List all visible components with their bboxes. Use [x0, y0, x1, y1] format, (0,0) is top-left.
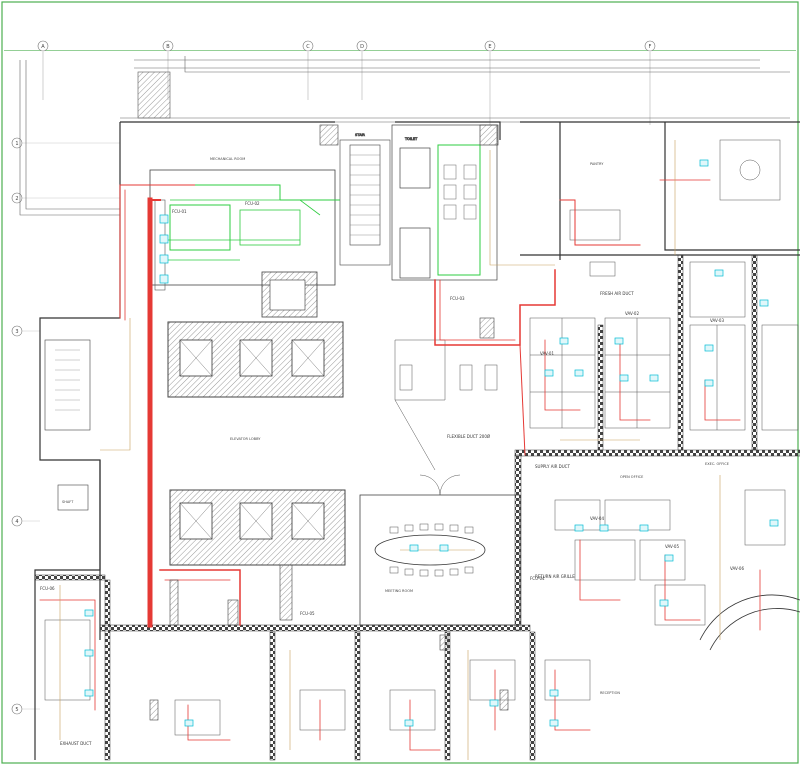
grid-bubble-4: 4	[11, 515, 23, 527]
note-return-grille: RETURN AIR GRILLE	[535, 574, 575, 579]
elevator-lobby-label: ELEVATOR LOBBY	[230, 437, 261, 441]
grid-bubble-c: C	[302, 40, 314, 52]
grid-label-2: 2	[15, 196, 18, 202]
partition-walls	[34, 254, 800, 761]
mech-room-label: MECHANICAL ROOM	[210, 157, 245, 161]
tag-fcu-04: FCU-04	[530, 576, 545, 581]
tag-fcu-02: FCU-02	[245, 201, 260, 206]
note-supply-air: SUPPLY AIR DUCT	[535, 464, 570, 469]
note-fresh-air: FRESH AIR DUCT	[600, 291, 634, 296]
toilet-block: TOILET	[391, 124, 499, 281]
grid-bubble-e: E	[484, 40, 496, 52]
grid-column-bubbles: A B C D E F	[37, 40, 656, 52]
grid-label-c: C	[306, 44, 310, 50]
grid-row-bubbles: 1 2 3 4 5	[11, 137, 23, 715]
grid-bubble-d: D	[356, 40, 368, 52]
tag-vav-01: VAV-01	[540, 351, 554, 356]
meeting-room: MEETING ROOM	[359, 494, 521, 626]
reception-label: RECEPTION	[600, 691, 620, 695]
tag-fcu-03: FCU-03	[450, 296, 465, 301]
meeting-room-label: MEETING ROOM	[385, 589, 413, 593]
green-duct-runs	[195, 150, 475, 276]
upper-elevators	[167, 271, 344, 398]
note-flex-duct: FLEXIBLE DUCT 200Ø	[447, 434, 490, 439]
tag-vav-02: VAV-02	[625, 311, 639, 316]
supply-duct-main	[39, 179, 761, 751]
equipment-tag-labels: FCU-01 FCU-02 FCU-03 FCU-04 FCU-05 FCU-0…	[40, 201, 744, 616]
tag-vav-06: VAV-06	[730, 566, 744, 571]
workstations-lower	[44, 489, 800, 736]
grid-label-a: A	[41, 44, 45, 50]
grid-label-e: E	[488, 44, 491, 50]
tag-vav-04: VAV-04	[590, 516, 604, 521]
lower-elevators	[169, 489, 346, 566]
grid-label-1: 1	[15, 141, 18, 147]
terrace-outline	[19, 56, 790, 216]
shaft-label: SHAFT	[62, 500, 74, 504]
toilet-label: TOILET	[404, 137, 418, 141]
grid-bubble-5: 5	[11, 703, 23, 715]
open-office-label: OPEN OFFICE	[620, 475, 643, 479]
note-exhaust: EXHAUST DUCT	[60, 741, 92, 746]
grid-label-3: 3	[15, 329, 18, 335]
grid-bubble-2: 2	[11, 192, 23, 204]
stair-core: STAIR	[319, 124, 391, 266]
stair-label: STAIR	[355, 133, 366, 137]
pantry-label: PANTRY	[590, 162, 604, 166]
tag-vav-05: VAV-05	[665, 544, 679, 549]
structural-columns	[149, 317, 509, 721]
grid-bubble-f: F	[644, 40, 656, 52]
room-labels: OPEN OFFICE RECEPTION PANTRY EXEC. OFFIC…	[62, 162, 729, 695]
workstations-upper	[529, 139, 799, 431]
exec-office-label: EXEC. OFFICE	[705, 462, 729, 466]
mechanical-room: MECHANICAL ROOM	[149, 157, 336, 291]
grid-bubble-a: A	[37, 40, 49, 52]
tag-fcu-01: FCU-01	[172, 209, 187, 214]
lobby-doors	[394, 339, 498, 496]
left-stair	[44, 339, 91, 511]
grid-label-5: 5	[15, 707, 18, 713]
grid-columns	[42, 52, 651, 125]
tag-fcu-06: FCU-06	[40, 586, 55, 591]
grid-bubble-b: B	[162, 40, 174, 52]
grid-bubble-3: 3	[11, 325, 23, 337]
grid-label-4: 4	[15, 519, 18, 525]
tag-fcu-05: FCU-05	[300, 611, 315, 616]
equipment-units	[84, 159, 779, 727]
grid-label-d: D	[360, 44, 364, 50]
grid-label-b: B	[166, 44, 170, 50]
grid-label-f: F	[649, 44, 652, 50]
tag-vav-03: VAV-03	[710, 318, 724, 323]
duct-notes: FLEXIBLE DUCT 200Ø SUPPLY AIR DUCT RETUR…	[60, 291, 634, 746]
grid-bubble-1: 1	[11, 137, 23, 149]
